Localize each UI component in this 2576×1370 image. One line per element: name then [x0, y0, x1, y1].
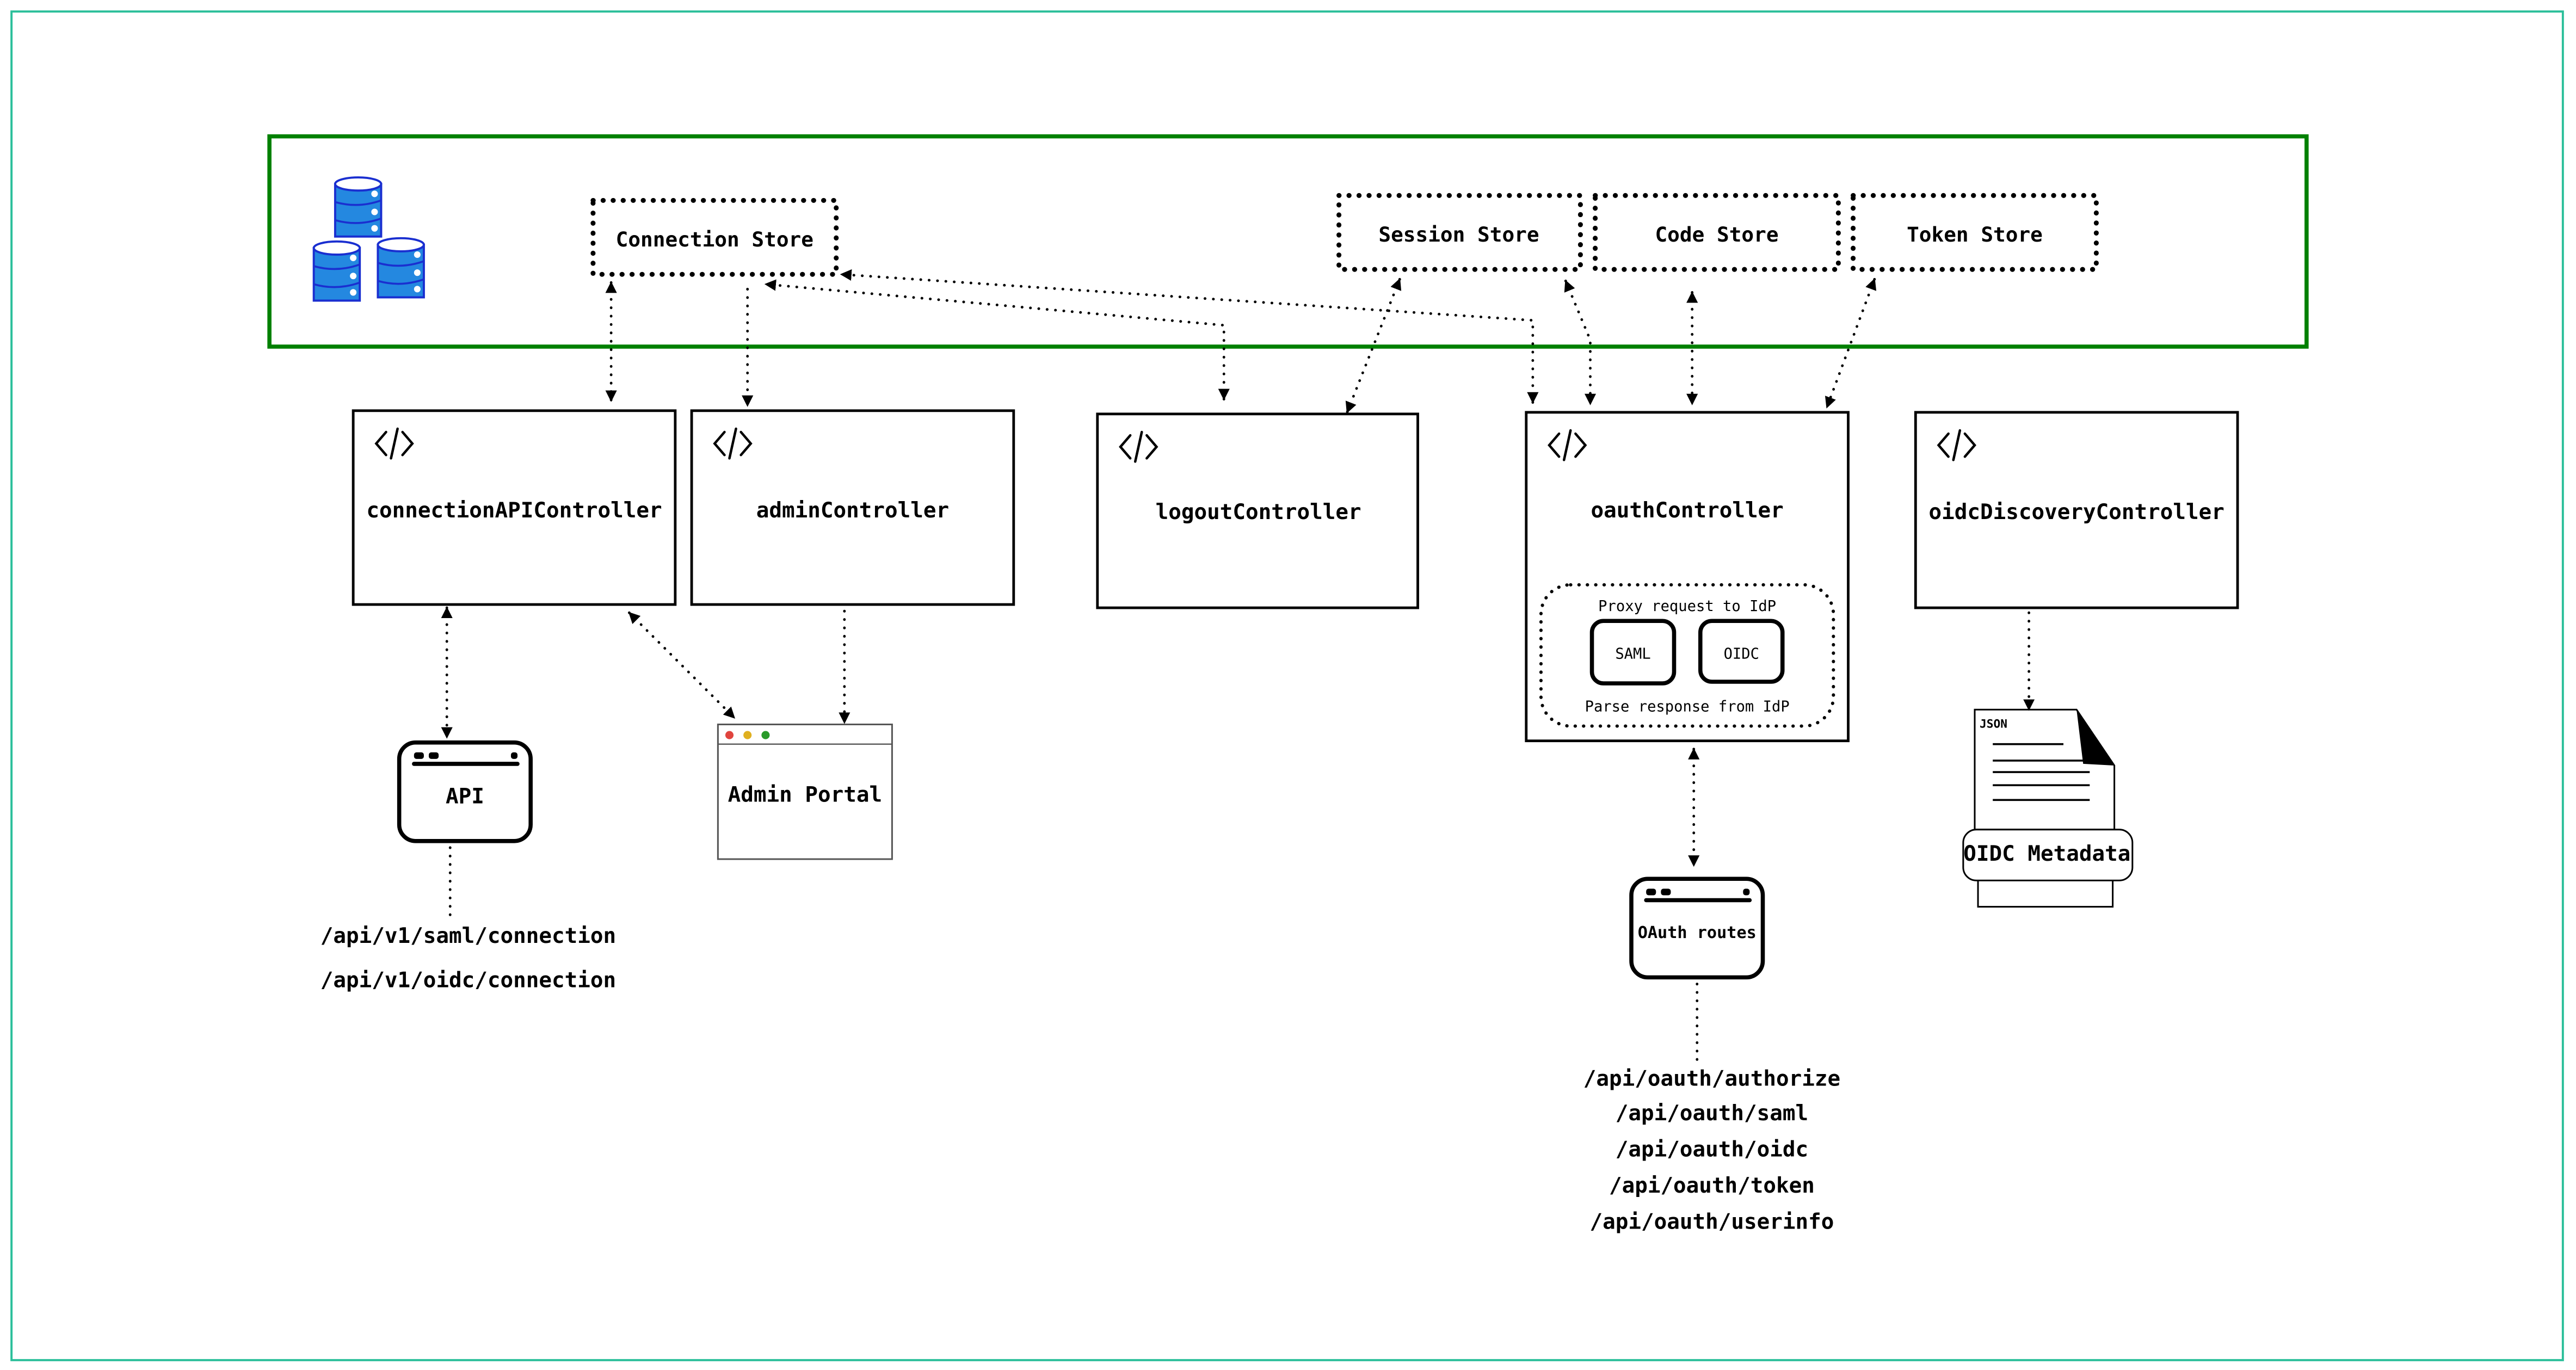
connection-store[interactable]: Connection Store: [590, 198, 839, 277]
oidc-metadata-document[interactable]: JSON OIDC Metadata: [1962, 708, 2134, 908]
connection-store-label: Connection Store: [616, 227, 814, 251]
admin-controller[interactable]: adminController: [690, 409, 1015, 606]
oauth-routes-label: OAuth routes: [1638, 923, 1757, 942]
saml-box[interactable]: SAML: [1589, 619, 1677, 686]
api-route: /api/v1/oidc/connection: [321, 968, 616, 993]
connection-api-controller-label: connectionAPIController: [366, 498, 662, 523]
logout-controller[interactable]: logoutController: [1096, 412, 1419, 609]
oidc-label: OIDC: [1724, 646, 1759, 663]
session-store-to-oauth-arrow: [1564, 279, 1597, 406]
json-tag: JSON: [1980, 717, 2007, 730]
logout-to-connection-store-arrow: [764, 279, 1230, 401]
session-store-label: Session Store: [1378, 223, 1539, 246]
database-icon: [312, 176, 425, 302]
parse-response-label: Parse response from IdP: [1585, 698, 1790, 715]
admin-controller-label: adminController: [756, 498, 949, 523]
logout-controller-label: logoutController: [1156, 500, 1361, 524]
oauth-route: /api/oauth/userinfo: [1590, 1209, 1834, 1234]
token-store-label: Token Store: [1907, 223, 2043, 246]
oidc-metadata-label: OIDC Metadata: [1963, 842, 2130, 866]
oauth-routes-client[interactable]: OAuth routes: [1629, 877, 1765, 980]
oauth-route: /api/oauth/authorize: [1583, 1067, 1840, 1091]
session-store-to-logout-arrow: [1345, 277, 1402, 414]
token-store[interactable]: Token Store: [1851, 193, 2099, 272]
oauth-route: /api/oauth/saml: [1616, 1101, 1808, 1126]
oidc-box[interactable]: OIDC: [1698, 619, 1785, 684]
connection-api-controller[interactable]: connectionAPIController: [352, 409, 677, 606]
oauth-controller[interactable]: oauthController Proxy request to IdP SAM…: [1525, 411, 1850, 743]
oauth-controller-label: oauthController: [1591, 498, 1783, 523]
outer-frame: [10, 10, 2564, 1361]
proxy-request-label: Proxy request to IdP: [1598, 598, 1776, 615]
admin-portal-window[interactable]: Admin Portal: [717, 723, 893, 860]
oidc-discovery-controller[interactable]: oidcDiscoveryController: [1914, 411, 2239, 609]
admin-portal-label: Admin Portal: [728, 782, 882, 807]
api-route: /api/v1/saml/connection: [321, 924, 616, 948]
connection-api-to-admin-portal-arrow: [627, 611, 736, 719]
code-store-label: Code Store: [1655, 223, 1778, 246]
saml-label: SAML: [1615, 646, 1650, 663]
session-store[interactable]: Session Store: [1336, 193, 1583, 272]
oidc-discovery-controller-label: oidcDiscoveryController: [1929, 500, 2224, 524]
oauth-to-connection-store-arrow: [840, 269, 1539, 404]
code-store[interactable]: Code Store: [1593, 193, 1841, 272]
api-client[interactable]: API: [397, 740, 533, 843]
api-label: API: [446, 784, 484, 809]
token-store-to-oauth-arrow: [1825, 277, 1877, 409]
oauth-route: /api/oauth/oidc: [1616, 1137, 1808, 1162]
oauth-route: /api/oauth/token: [1609, 1174, 1815, 1198]
